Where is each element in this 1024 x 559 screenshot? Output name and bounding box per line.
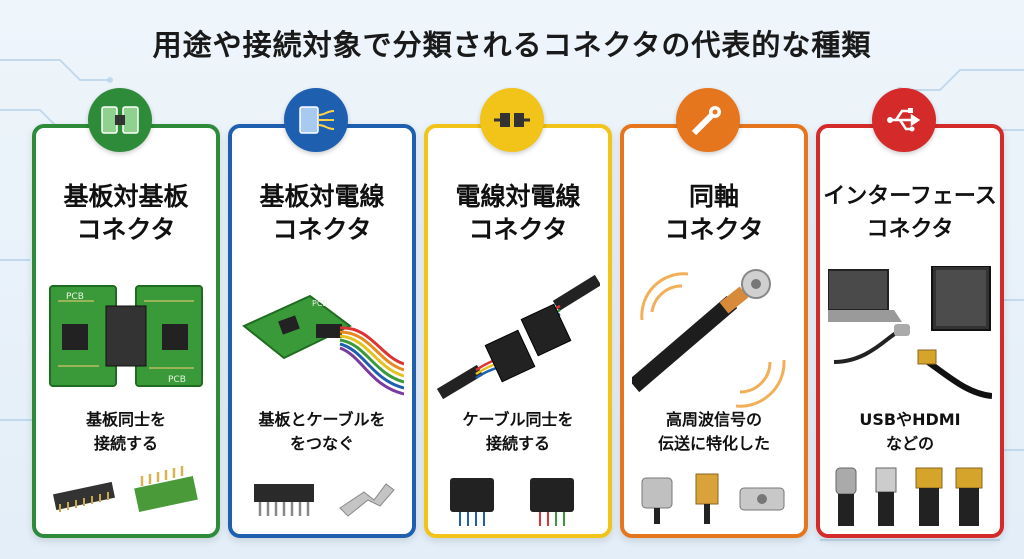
card-title: 電線対電線 コネクタ xyxy=(455,182,581,244)
card-title: 基板対基板 コネクタ xyxy=(63,182,189,244)
pcb-label: PCB xyxy=(312,299,328,308)
wire-housing-parts-icon xyxy=(450,478,574,526)
board-to-wire-badge-icon xyxy=(284,88,348,152)
board-connector-parts-icon xyxy=(52,466,198,512)
card-description: 基板とケーブルを をつなぐ xyxy=(258,410,386,453)
card-wire-to-wire: 電線対電線 コネクタ ケーブル同士を 接続する xyxy=(424,124,612,538)
laptop-and-monitor-illustration xyxy=(828,266,992,399)
card-board-to-board: 基板対基板 コネクタ PCB PCB 基板同士を 接続する xyxy=(32,124,220,538)
page-title: 用途や接続対象で分類されるコネクタの代表的な種類 xyxy=(152,28,872,62)
header-and-terminal-parts-icon xyxy=(254,483,395,517)
coaxial-cable-illustration xyxy=(632,269,786,408)
board-to-board-badge-icon xyxy=(88,88,152,152)
card-title: インターフェース コネクタ xyxy=(823,184,997,242)
coax-plugs-parts-icon xyxy=(641,473,785,524)
card-title: 同軸 コネクタ xyxy=(664,182,764,244)
card-interface: インターフェース コネクタ USBやHDMI などの xyxy=(816,124,1004,538)
card-description: USBやHDMI などの xyxy=(859,410,961,453)
card-description: 基板同士を 接続する xyxy=(85,410,166,453)
wire-to-wire-badge-icon xyxy=(480,88,544,152)
pcb-label-right: PCB xyxy=(168,375,186,385)
card-board-to-wire: 基板対電線 コネクタ PCB 基板とケーブルを をつなぐ xyxy=(228,124,416,538)
pcb-label-left: PCB xyxy=(66,292,84,302)
coaxial-badge-icon xyxy=(676,88,740,152)
card-description: ケーブル同士を 接続する xyxy=(462,410,574,453)
wire-connectors-illustration xyxy=(436,274,600,400)
card-description: 高周波信号の 伝送に特化した xyxy=(657,410,770,453)
card-title: 基板対電線 コネクタ xyxy=(259,182,385,244)
pcb-with-cable-illustration: PCB xyxy=(242,294,404,396)
pcb-pair-illustration: PCB PCB xyxy=(49,285,203,387)
card-coaxial: 同軸 コネクタ 高周波信号の 伝送に特化した xyxy=(620,124,808,538)
usb-badge-icon xyxy=(872,88,936,152)
usb-hdmi-plugs-parts-icon xyxy=(835,467,983,526)
